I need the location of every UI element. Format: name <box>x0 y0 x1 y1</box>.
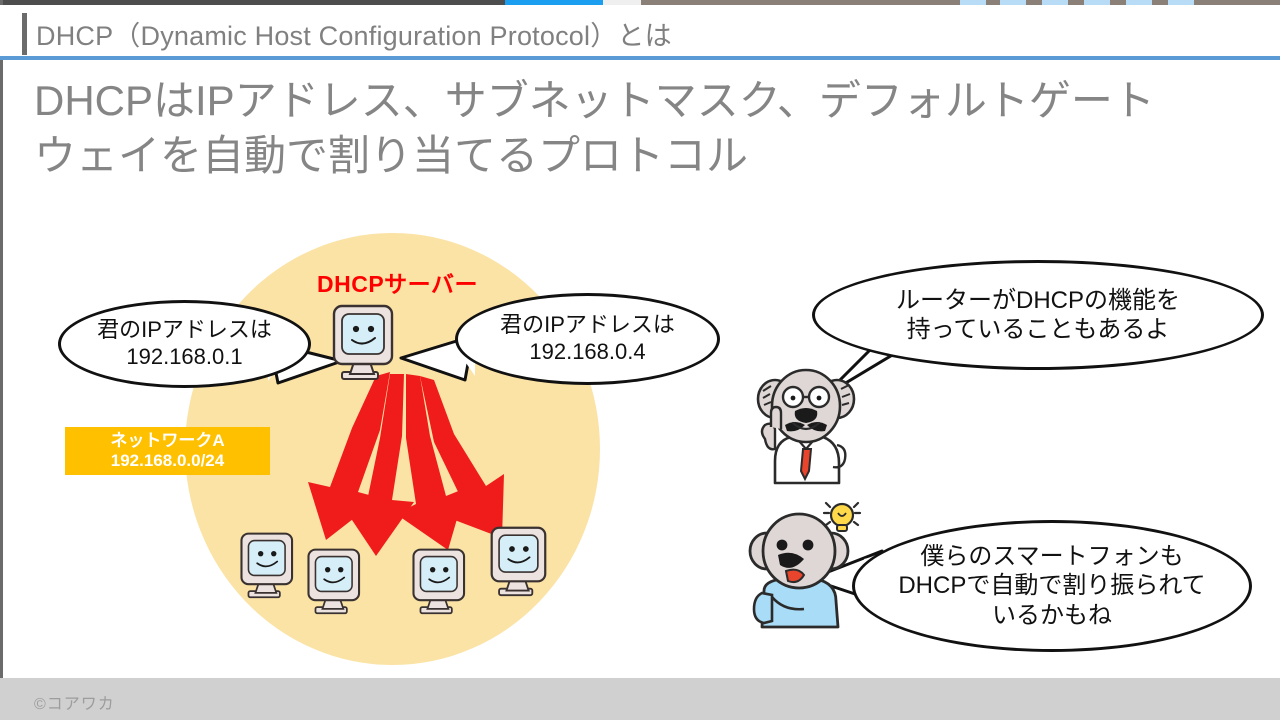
speech-bubble-router-note: ルーターがDHCPの機能を 持っていることもあるよ <box>812 260 1264 370</box>
speech-bubble-phone-note-text: 僕らのスマートフォンも DHCPで自動で割り振られて いるかもね <box>898 543 1206 629</box>
diagram-area: DHCPサーバー ネットワークA 192.168.0.0/24 <box>0 195 1280 680</box>
slide-header: DHCP（Dynamic Host Configuration Protocol… <box>0 5 1280 57</box>
speech-bubble-phone-note: 僕らのスマートフォンも DHCPで自動で割り振られて いるかもね <box>852 520 1252 652</box>
dhcp-assignment-arrows <box>308 372 504 556</box>
window-left-edge <box>0 0 3 720</box>
client-computer <box>240 532 294 599</box>
speech-bubble-right-assign: 君のIPアドレスは 192.168.0.4 <box>455 293 720 385</box>
client-computer <box>307 548 361 615</box>
client-computer <box>490 526 547 597</box>
copyright-watermark: ©コアワカ <box>34 696 115 713</box>
dhcp-server-computer <box>332 304 394 380</box>
network-cidr: 192.168.0.0/24 <box>110 451 225 470</box>
header-divider <box>0 56 1280 60</box>
page-title: DHCP（Dynamic Host Configuration Protocol… <box>36 21 672 51</box>
young-koala-character <box>748 501 862 629</box>
slide-footer <box>0 678 1280 720</box>
client-computer <box>412 548 466 615</box>
app-chrome-sliver <box>0 0 1280 5</box>
network-info-box: ネットワークA 192.168.0.0/24 <box>65 427 270 475</box>
speech-bubble-right-assign-text: 君のIPアドレスは 192.168.0.4 <box>500 312 675 364</box>
speech-bubble-left-assign-text: 君のIPアドレスは 192.168.0.1 <box>97 317 272 369</box>
professor-koala-character <box>756 368 856 485</box>
lightbulb-idea-icon <box>822 501 862 532</box>
speech-bubble-left-assign: 君のIPアドレスは 192.168.0.1 <box>58 300 311 388</box>
slide-subtitle: DHCPはIPアドレス、サブネットマスク、デフォルトゲート ウェイを自動で割り当… <box>34 77 1155 179</box>
dhcp-server-label: DHCPサーバー <box>317 271 478 297</box>
header-accent-bar <box>22 13 27 55</box>
speech-bubble-router-note-text: ルーターがDHCPの機能を 持っていることもあるよ <box>895 286 1180 343</box>
network-name: ネットワークA <box>110 430 225 450</box>
